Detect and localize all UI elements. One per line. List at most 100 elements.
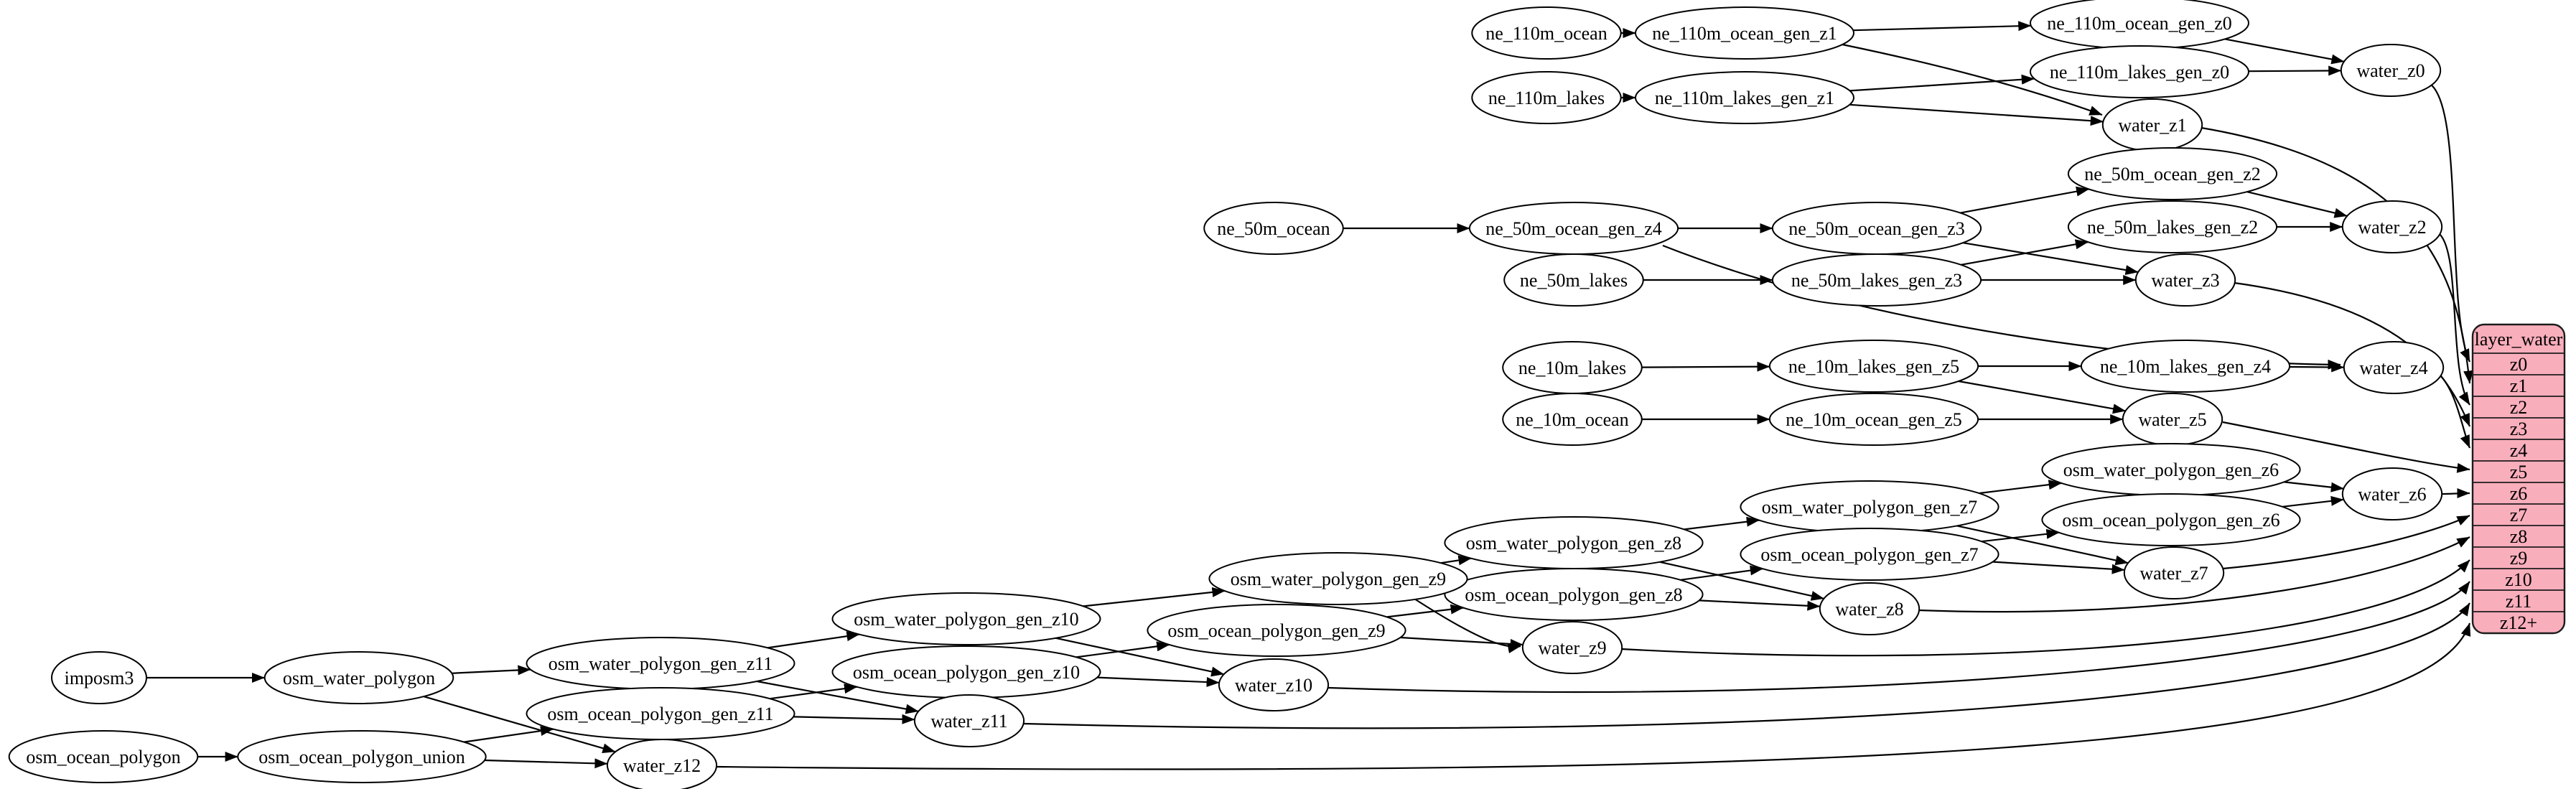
edge-osm_ocean_polygon_gen_z10-to-osm_ocean_polygon_gen_z9 bbox=[1076, 641, 1170, 658]
node-water_z8: water_z8 bbox=[1819, 582, 1921, 635]
edge-ne_50m_lakes_gen_z3-to-ne_50m_lakes_gen_z2 bbox=[1961, 239, 2089, 266]
edge-water_z8-to-layer_water:z8 bbox=[1918, 536, 2470, 613]
node-ne_10m_lakes_gen_z4: ne_10m_lakes_gen_z4 bbox=[2080, 340, 2291, 393]
node-osm_ocean_polygon_gen_z8: osm_ocean_polygon_gen_z8 bbox=[1444, 568, 1704, 621]
node-label-osm_ocean_polygon_gen_z10: osm_ocean_polygon_gen_z10 bbox=[853, 662, 1080, 683]
node-osm_water_polygon: osm_water_polygon bbox=[263, 651, 454, 704]
node-osm_ocean_polygon_gen_z6: osm_ocean_polygon_gen_z6 bbox=[2041, 493, 2301, 546]
edge-osm_water_polygon_gen_z11-to-water_z11 bbox=[756, 680, 919, 714]
node-label-osm_water_polygon_gen_z10: osm_water_polygon_gen_z10 bbox=[854, 609, 1078, 630]
node-ne_110m_ocean_gen_z1: ne_110m_ocean_gen_z1 bbox=[1635, 6, 1854, 60]
edge-osm_ocean_polygon_gen_z6-to-water_z6 bbox=[2282, 495, 2344, 508]
node-label-ne_10m_ocean: ne_10m_ocean bbox=[1516, 409, 1628, 430]
node-imposm3: imposm3 bbox=[51, 651, 147, 704]
node-water_z11: water_z11 bbox=[913, 694, 1025, 747]
node-label-ne_10m_lakes_gen_z4: ne_10m_lakes_gen_z4 bbox=[2100, 356, 2271, 377]
edge-osm_water_polygon_gen_z8-to-osm_water_polygon_gen_z7 bbox=[1684, 516, 1760, 531]
node-shape-osm_water_polygon_gen_z9 bbox=[1208, 552, 1468, 605]
node-shape-osm_ocean_polygon_gen_z7 bbox=[1740, 528, 1999, 581]
edge-osm_ocean_polygon_gen_z7-to-osm_ocean_polygon_gen_z6 bbox=[1981, 528, 2060, 543]
node-label-ne_50m_ocean_gen_z2: ne_50m_ocean_gen_z2 bbox=[2084, 164, 2260, 185]
node-ne_10m_lakes: ne_10m_lakes bbox=[1502, 341, 1643, 394]
edge-osm_ocean_polygon_gen_z11-to-osm_ocean_polygon_gen_z10 bbox=[770, 683, 857, 700]
node-osm_water_polygon_gen_z11: osm_water_polygon_gen_z11 bbox=[526, 637, 795, 690]
node-label-ne_10m_lakes_gen_z5: ne_10m_lakes_gen_z5 bbox=[1788, 356, 1959, 377]
node-shape-water_z6 bbox=[2341, 467, 2443, 520]
node-shape-osm_water_polygon bbox=[263, 651, 454, 704]
node-label-ne_50m_lakes_gen_z2: ne_50m_lakes_gen_z2 bbox=[2087, 217, 2258, 238]
node-water_z4: water_z4 bbox=[2343, 341, 2445, 394]
record-field-z5: z5 bbox=[2510, 462, 2528, 482]
edge-osm_water_polygon_gen_z6-to-water_z6 bbox=[2284, 481, 2344, 492]
node-shape-ne_110m_lakes_gen_z0 bbox=[2030, 45, 2249, 98]
node-label-imposm3: imposm3 bbox=[65, 668, 134, 688]
node-shape-water_z11 bbox=[913, 694, 1025, 747]
record-field-z8: z8 bbox=[2510, 526, 2528, 547]
edge-osm_water_polygon-to-osm_water_polygon_gen_z11 bbox=[452, 665, 531, 676]
edge-ne_10m_lakes-to-ne_10m_lakes_gen_z5 bbox=[1641, 361, 1770, 372]
node-shape-ne_50m_ocean bbox=[1203, 202, 1344, 255]
node-water_z2: water_z2 bbox=[2341, 200, 2443, 253]
node-label-ne_10m_lakes: ne_10m_lakes bbox=[1518, 358, 1626, 378]
node-label-osm_ocean_polygon_gen_z11: osm_ocean_polygon_gen_z11 bbox=[547, 704, 773, 724]
node-label-osm_ocean_polygon_gen_z9: osm_ocean_polygon_gen_z9 bbox=[1167, 620, 1385, 641]
edge-water_z12-to-layer_water:z12+ bbox=[716, 622, 2471, 770]
node-shape-ne_110m_ocean_gen_z1 bbox=[1635, 6, 1854, 60]
node-label-water_z11: water_z11 bbox=[930, 711, 1007, 732]
node-osm_ocean_polygon_gen_z11: osm_ocean_polygon_gen_z11 bbox=[526, 687, 795, 740]
edge-osm_ocean_polygon_gen_z10-to-water_z10 bbox=[1097, 676, 1220, 688]
node-osm_water_polygon_gen_z9: osm_water_polygon_gen_z9 bbox=[1208, 552, 1468, 605]
node-ne_50m_lakes_gen_z3: ne_50m_lakes_gen_z3 bbox=[1771, 253, 1982, 307]
edge-osm_water_polygon_gen_z11-to-osm_water_polygon_gen_z10 bbox=[767, 631, 860, 649]
edge-osm_ocean_polygon_gen_z11-to-water_z11 bbox=[793, 714, 915, 724]
node-shape-water_z7 bbox=[2123, 546, 2225, 599]
node-shape-osm_ocean_polygon_union bbox=[237, 730, 487, 783]
node-shape-osm_ocean_polygon_gen_z6 bbox=[2041, 493, 2301, 546]
node-label-ne_110m_ocean: ne_110m_ocean bbox=[1485, 23, 1607, 44]
node-ne_110m_lakes_gen_z1: ne_110m_lakes_gen_z1 bbox=[1635, 71, 1854, 124]
edge-osm_ocean_polygon_gen_z8-to-water_z8 bbox=[1699, 599, 1821, 611]
node-water_z9: water_z9 bbox=[1521, 621, 1623, 674]
edge-osm_ocean_polygon_gen_z9-to-water_z9 bbox=[1400, 636, 1523, 649]
edge-osm_ocean_polygon_gen_z7-to-water_z7 bbox=[1992, 561, 2125, 574]
node-shape-water_z12 bbox=[606, 739, 718, 789]
node-shape-ne_10m_lakes_gen_z4 bbox=[2080, 340, 2291, 393]
node-shape-water_z2 bbox=[2341, 200, 2443, 253]
node-label-water_z10: water_z10 bbox=[1235, 675, 1312, 696]
edge-ne_110m_lakes_gen_z0-to-water_z0 bbox=[2248, 65, 2342, 76]
record-field-z2: z2 bbox=[2510, 397, 2528, 418]
node-water_z10: water_z10 bbox=[1218, 658, 1330, 711]
node-shape-osm_ocean_polygon_gen_z8 bbox=[1444, 568, 1704, 621]
node-label-osm_water_polygon: osm_water_polygon bbox=[283, 668, 435, 688]
edge-water_z11-to-layer_water:z11 bbox=[1023, 602, 2470, 729]
node-label-water_z12: water_z12 bbox=[623, 755, 701, 776]
edge-water_z2-to-layer_water:z2 bbox=[2439, 233, 2470, 406]
node-shape-osm_ocean_polygon_gen_z9 bbox=[1147, 604, 1406, 657]
node-label-osm_ocean_polygon_union: osm_ocean_polygon_union bbox=[258, 747, 465, 767]
edge-osm_water_polygon_gen_z10-to-osm_water_polygon_gen_z9 bbox=[1083, 587, 1226, 607]
node-ne_50m_ocean_gen_z2: ne_50m_ocean_gen_z2 bbox=[2067, 147, 2278, 200]
edge-osm_ocean_polygon_union-to-osm_ocean_polygon_gen_z11 bbox=[463, 726, 554, 743]
edge-ne_10m_lakes_gen_z5-to-water_z5 bbox=[1958, 380, 2126, 414]
edge-ne_110m_lakes_gen_z1-to-water_z1 bbox=[1849, 103, 2104, 126]
edge-water_z10-to-layer_water:z10 bbox=[1327, 581, 2470, 694]
edge-osm_water_polygon_gen_z7-to-water_z7 bbox=[1956, 525, 2129, 566]
record-field-z7: z7 bbox=[2510, 505, 2528, 526]
node-osm_water_polygon_gen_z8: osm_water_polygon_gen_z8 bbox=[1444, 516, 1704, 569]
edge-water_z7-to-layer_water:z7 bbox=[2222, 515, 2470, 570]
node-shape-water_z3 bbox=[2134, 253, 2236, 307]
node-label-water_z1: water_z1 bbox=[2118, 115, 2186, 136]
node-water_z0: water_z0 bbox=[2340, 44, 2442, 97]
node-osm_ocean_polygon_union: osm_ocean_polygon_union bbox=[237, 730, 487, 783]
edge-osm_ocean_polygon_gen_z8-to-osm_ocean_polygon_gen_z7 bbox=[1680, 565, 1763, 581]
node-label-ne_50m_ocean: ne_50m_ocean bbox=[1217, 218, 1330, 239]
node-label-osm_ocean_polygon_gen_z8: osm_ocean_polygon_gen_z8 bbox=[1465, 584, 1682, 605]
node-label-osm_water_polygon_gen_z11: osm_water_polygon_gen_z11 bbox=[549, 653, 773, 674]
node-label-ne_50m_lakes_gen_z3: ne_50m_lakes_gen_z3 bbox=[1791, 270, 1962, 291]
node-ne_10m_ocean_gen_z5: ne_10m_ocean_gen_z5 bbox=[1768, 393, 1979, 446]
node-ne_50m_ocean_gen_z4: ne_50m_ocean_gen_z4 bbox=[1468, 202, 1679, 255]
node-label-osm_water_polygon_gen_z9: osm_water_polygon_gen_z9 bbox=[1231, 569, 1446, 589]
node-label-water_z3: water_z3 bbox=[2151, 270, 2219, 291]
node-ne_110m_lakes: ne_110m_lakes bbox=[1471, 71, 1622, 124]
node-label-ne_50m_ocean_gen_z3: ne_50m_ocean_gen_z3 bbox=[1788, 218, 1964, 239]
